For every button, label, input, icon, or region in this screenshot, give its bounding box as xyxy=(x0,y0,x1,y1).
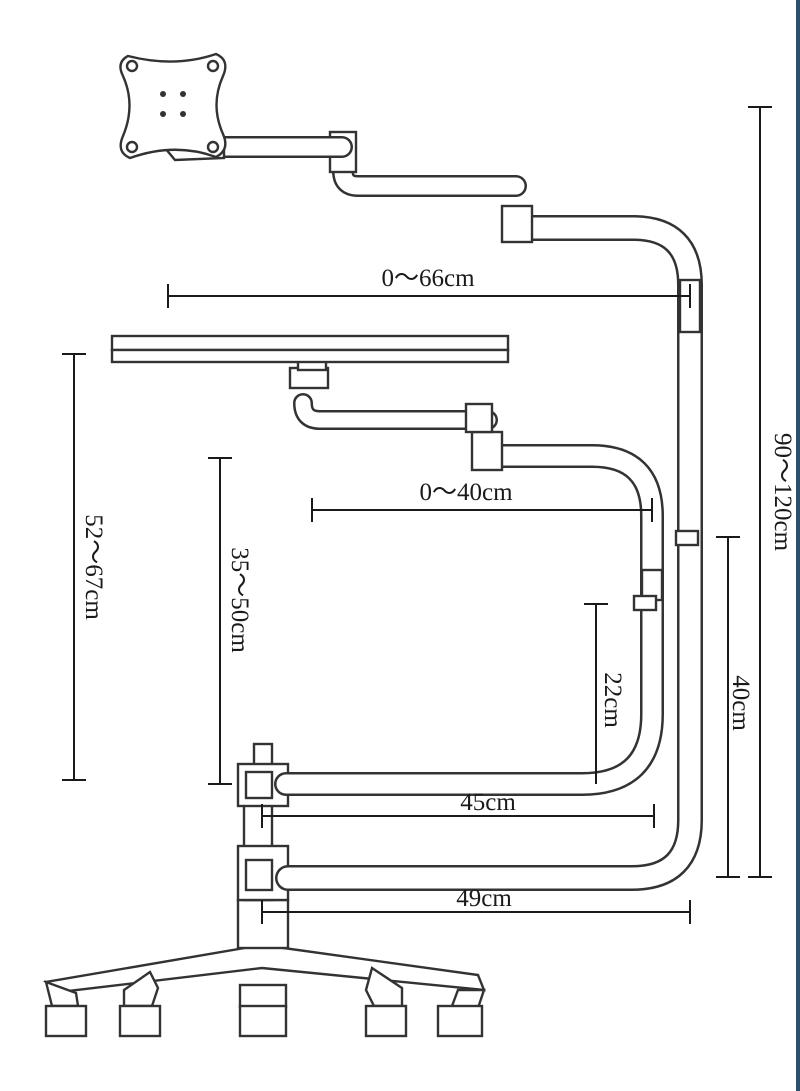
vesa-plate-outline xyxy=(119,52,227,160)
tray-elbow-upper xyxy=(464,402,494,434)
caster-4 xyxy=(364,1004,408,1038)
vesa-plate xyxy=(119,52,227,160)
upper-arm-length-label: 45cm xyxy=(460,789,516,816)
column-knob xyxy=(674,529,700,547)
monitor-arm-reach-label: 0～66cm xyxy=(381,265,475,292)
keyboard-tray-top xyxy=(110,334,510,352)
dimension-labels: 0～66cm 0～40cm 45cm 49cm 90～120cm 40cm 22… xyxy=(80,265,796,912)
dimension-lines xyxy=(62,106,772,924)
keyboard-tray-front xyxy=(110,348,510,364)
tray-column-knob xyxy=(632,594,658,612)
upper-segment-label: 22cm xyxy=(599,672,626,728)
caster-1 xyxy=(44,1004,88,1038)
vesa-hole-6 xyxy=(180,91,186,97)
pole-top xyxy=(252,742,274,768)
lower-clamp-screw xyxy=(244,858,274,892)
keyboard-arm-reach-label: 0～40cm xyxy=(419,479,513,506)
tray-height-label: 52～67cm xyxy=(80,514,107,620)
caster-3 xyxy=(238,1004,288,1038)
caster-2 xyxy=(118,1004,162,1038)
lower-arm-length-label: 49cm xyxy=(456,885,512,912)
vesa-hole-7 xyxy=(160,111,166,117)
frame-border xyxy=(796,0,800,1091)
vesa-hole-2 xyxy=(206,59,220,73)
upper-clamp-screw xyxy=(244,770,274,800)
base xyxy=(42,943,486,1038)
monitor-arm xyxy=(162,130,534,244)
vesa-hole-5 xyxy=(160,91,166,97)
keyboard-tray xyxy=(110,334,510,364)
vesa-hole-3 xyxy=(125,140,139,154)
tray-elbow-lower xyxy=(470,430,504,472)
arm-height-label: 35～50cm xyxy=(226,547,253,653)
base-hub xyxy=(238,983,288,1009)
vesa-hole-1 xyxy=(125,59,139,73)
monitor-elbow-lower xyxy=(500,204,534,244)
vesa-hole-8 xyxy=(180,111,186,117)
overall-height-label: 90～120cm xyxy=(769,433,796,552)
vesa-hole-4 xyxy=(206,140,220,154)
caster-5 xyxy=(436,1004,484,1038)
mid-segment-label: 40cm xyxy=(727,675,754,731)
tray-arm xyxy=(274,358,664,796)
